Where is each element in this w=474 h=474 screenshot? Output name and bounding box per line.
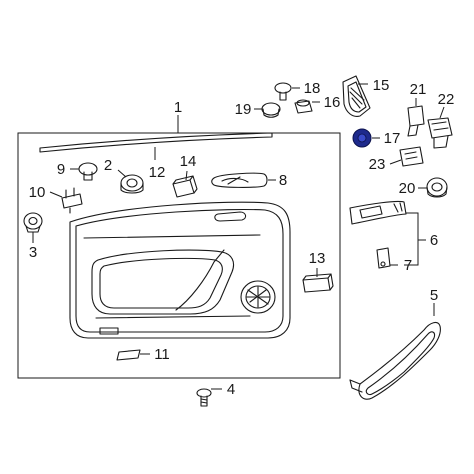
callout-6: 6 — [430, 232, 438, 249]
armrest-strip-part — [349, 321, 441, 400]
callout-13: 13 — [309, 250, 326, 267]
callout-18: 18 — [304, 80, 321, 97]
callout-12: 12 — [149, 164, 166, 181]
door-trim-panel — [69, 201, 291, 339]
callout-15: 15 — [373, 77, 390, 94]
callout-16: 16 — [324, 94, 341, 111]
callout-7: 7 — [404, 257, 412, 274]
callout-4: 4 — [227, 381, 235, 398]
door-handle-part — [211, 172, 268, 188]
lens-part — [116, 349, 141, 361]
callout-17: 17 — [384, 130, 401, 147]
switch-part — [302, 273, 334, 293]
switch-22-part — [427, 117, 453, 149]
callout-23: 23 — [369, 156, 386, 173]
handle-bracket-part — [349, 200, 407, 225]
retainer-part — [23, 212, 43, 233]
callout-21: 21 — [410, 81, 427, 98]
screw-part — [196, 388, 212, 407]
clip-top-part — [274, 82, 292, 101]
leader-6 — [404, 212, 426, 266]
leader-22 — [439, 106, 445, 119]
clip-part — [78, 162, 98, 181]
callout-22: 22 — [438, 91, 455, 108]
bracket-7-part — [376, 247, 391, 269]
socket-part — [120, 174, 144, 194]
leader-14 — [185, 170, 188, 181]
callout-2: 2 — [104, 157, 112, 174]
callout-5: 5 — [430, 287, 438, 304]
callout-19: 19 — [235, 101, 252, 118]
callout-10: 10 — [29, 184, 46, 201]
clip-16-part — [294, 99, 313, 114]
leader-10 — [49, 191, 63, 198]
switch-23-part — [399, 146, 424, 167]
callout-14: 14 — [180, 153, 197, 170]
knob-part — [426, 177, 448, 198]
callout-8: 8 — [279, 172, 287, 189]
switch-21-part — [407, 105, 425, 137]
highlighted-nut-part — [352, 128, 372, 148]
callout-3: 3 — [29, 244, 37, 261]
trim-strip — [39, 132, 273, 153]
leader-2 — [117, 169, 127, 178]
callout-1: 1 — [174, 99, 182, 116]
callout-9: 9 — [57, 161, 65, 178]
bracket-part — [61, 187, 83, 214]
callout-20: 20 — [399, 180, 416, 197]
connector-part — [172, 175, 198, 198]
callout-11: 11 — [154, 346, 170, 363]
leader-23 — [389, 159, 402, 165]
grommet-part — [261, 102, 281, 118]
panel-outline-box — [17, 132, 341, 379]
mirror-cover-part — [342, 75, 371, 117]
